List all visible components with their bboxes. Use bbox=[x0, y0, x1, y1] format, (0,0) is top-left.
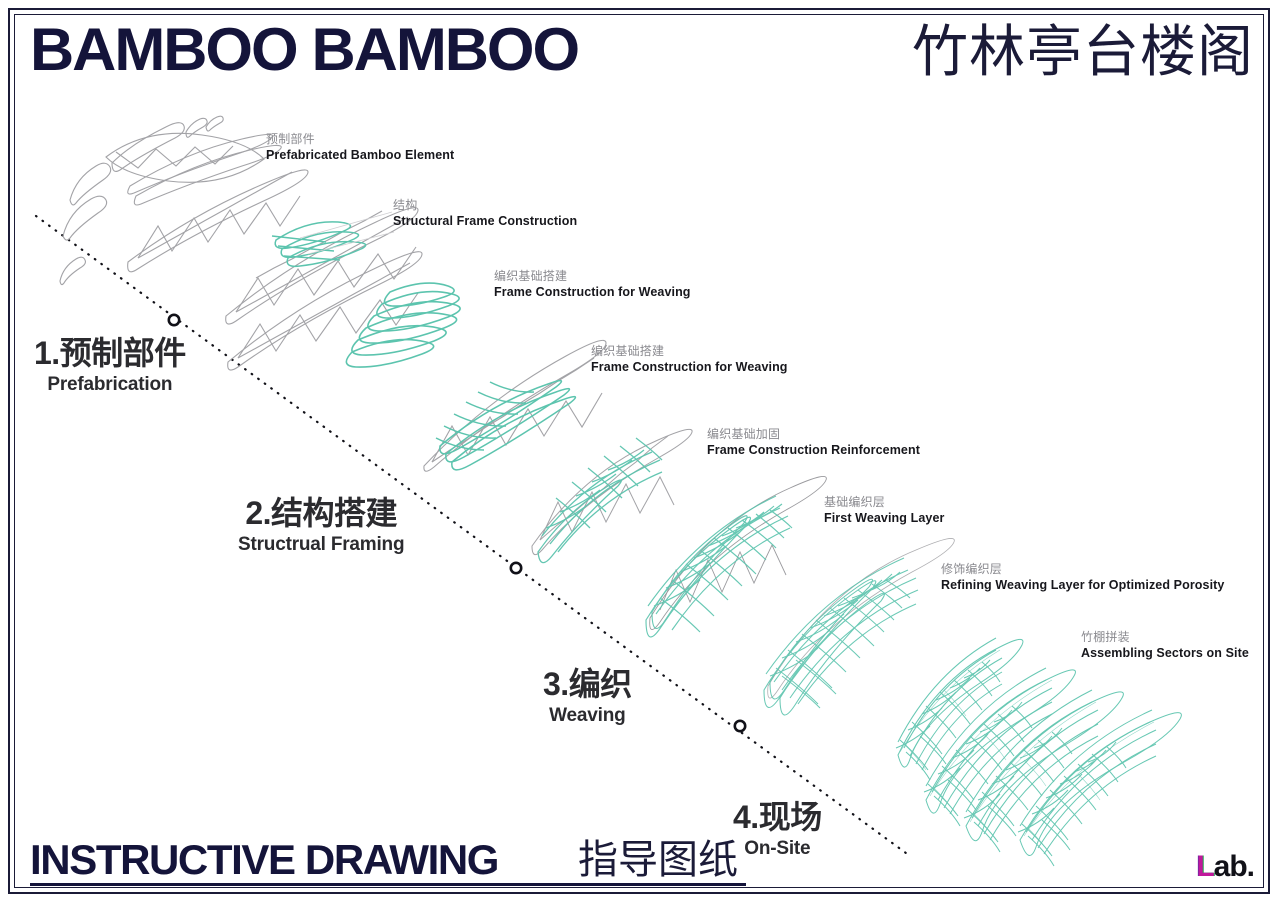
sector-first-weaving-layer bbox=[645, 475, 827, 638]
annotation-label-en: Refining Weaving Layer for Optimized Por… bbox=[941, 578, 1225, 592]
annotation-label-en: Prefabricated Bamboo Element bbox=[266, 148, 455, 162]
stage-heading-weaving: 3.编织 Weaving bbox=[543, 665, 632, 729]
stage-title-cn: 2.结构搭建 bbox=[245, 495, 398, 531]
border-frame-inner bbox=[14, 14, 1264, 888]
stage-heading-on-site: 4.现场 On-Site bbox=[733, 798, 822, 862]
annotation-label-cn: 修饰编织层 bbox=[941, 562, 1003, 576]
poster-header: BAMBOO BAMBOO 竹林亭台楼阁 bbox=[22, 16, 1258, 94]
stage-title-en: Structrual Framing bbox=[238, 534, 405, 555]
sector-frame-reinforcement bbox=[531, 428, 693, 564]
poster-footer: INSTRUCTIVE DRAWING 指导图纸 Lab. bbox=[22, 830, 1258, 886]
page-title-en: BAMBOO BAMBOO bbox=[30, 16, 580, 83]
annotation-label-cn: 竹棚拼装 bbox=[1081, 630, 1130, 644]
annotation-label-cn: 编织基础加固 bbox=[707, 427, 781, 441]
annotation-structural-frame-construction: 结构 Structural Frame Construction bbox=[393, 197, 577, 230]
sector-refining-weaving-layer bbox=[763, 538, 955, 716]
lab-logo-text: ab. bbox=[1213, 850, 1255, 883]
border-frame-outer bbox=[8, 8, 1270, 894]
annotation-label-en: Assembling Sectors on Site bbox=[1081, 646, 1249, 660]
annotation-label-cn: 编织基础搭建 bbox=[494, 269, 568, 283]
stage-title-en: Weaving bbox=[549, 705, 626, 726]
lab-logo-letter-l: L bbox=[1196, 850, 1214, 883]
annotation-label-cn: 预制部件 bbox=[266, 132, 315, 146]
stage-title-en: Prefabrication bbox=[47, 374, 173, 395]
annotation-first-weaving-layer: 基础编织层 First Weaving Layer bbox=[824, 494, 944, 527]
lab-logo: Lab. bbox=[1196, 850, 1255, 884]
annotation-label-en: Frame Construction for Weaving bbox=[591, 360, 788, 374]
sector-weaving-frame-b bbox=[423, 339, 607, 472]
page-title-cn: 竹林亭台楼阁 bbox=[912, 20, 1254, 83]
annotation-frame-construction-for-weaving-1: 编织基础搭建 Frame Construction for Weaving bbox=[494, 268, 691, 301]
sector-structural-frame bbox=[225, 207, 419, 325]
annotation-label-en: Frame Construction Reinforcement bbox=[707, 443, 920, 457]
annotation-label-en: Structural Frame Construction bbox=[393, 214, 578, 228]
annotation-frame-construction-for-weaving-2: 编织基础搭建 Frame Construction for Weaving bbox=[591, 343, 788, 376]
stage-title-cn: 1.预制部件 bbox=[34, 335, 186, 371]
footer-label-en: INSTRUCTIVE DRAWING bbox=[30, 836, 499, 883]
footer-label-cn: 指导图纸 bbox=[578, 838, 738, 882]
stage-heading-prefabrication: 1.预制部件 Prefabrication bbox=[34, 334, 186, 398]
timeline-axis bbox=[34, 214, 912, 858]
annotation-frame-construction-reinforcement: 编织基础加固 Frame Construction Reinforcement bbox=[707, 426, 920, 459]
stage-heading-structural-framing: 2.结构搭建 Structrual Framing bbox=[238, 494, 405, 558]
annotation-label-cn: 编织基础搭建 bbox=[591, 344, 665, 358]
stage-title-en: On-Site bbox=[744, 838, 811, 859]
stage-title-cn: 4.现场 bbox=[733, 799, 822, 835]
stage-title-cn: 3.编织 bbox=[543, 666, 632, 702]
annotation-label-en: First Weaving Layer bbox=[824, 511, 945, 525]
annotation-label-cn: 结构 bbox=[393, 198, 418, 212]
annotation-label-en: Frame Construction for Weaving bbox=[494, 285, 691, 299]
annotation-refining-weaving-layer: 修饰编织层 Refining Weaving Layer for Optimiz… bbox=[941, 561, 1224, 594]
sector-weaving-frame-a bbox=[227, 251, 461, 371]
annotation-assembling-sectors-on-site: 竹棚拼装 Assembling Sectors on Site bbox=[1081, 629, 1249, 662]
annotation-label-cn: 基础编织层 bbox=[824, 495, 886, 509]
annotation-prefabricated-bamboo-element: 预制部件 Prefabricated Bamboo Element bbox=[266, 131, 454, 164]
footer-divider bbox=[30, 883, 746, 886]
truss-beam-1 bbox=[127, 169, 309, 273]
